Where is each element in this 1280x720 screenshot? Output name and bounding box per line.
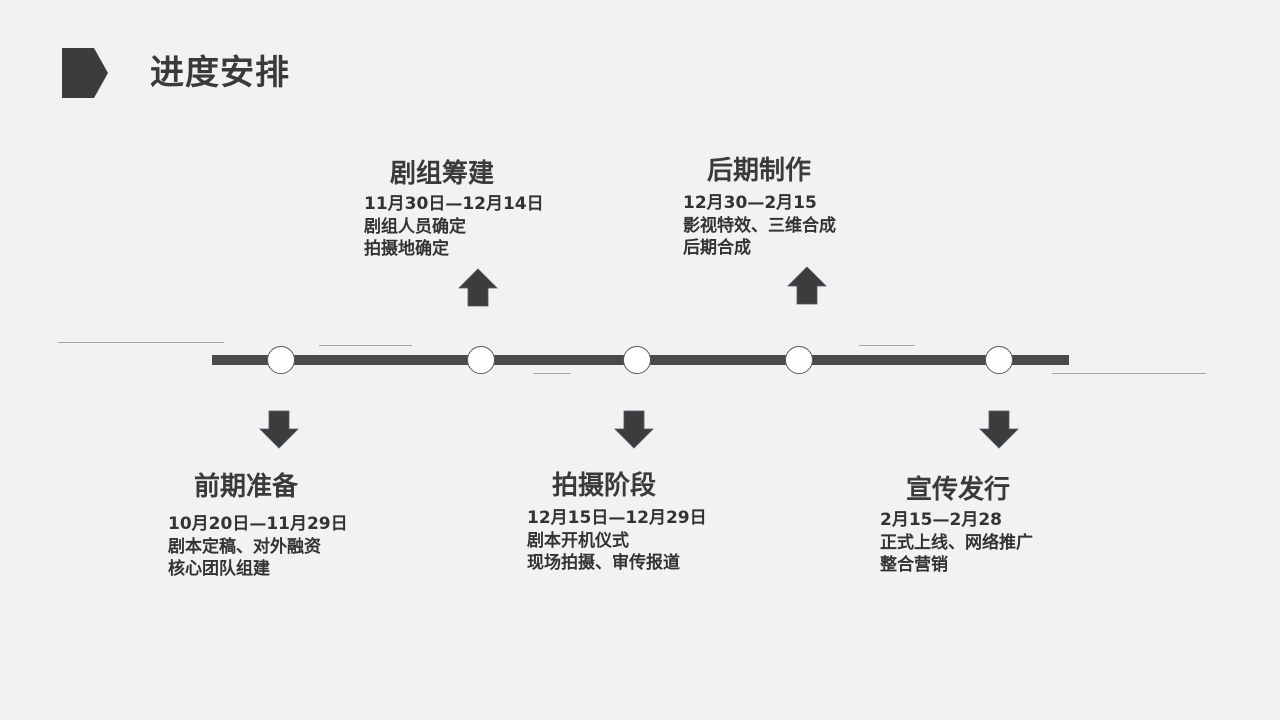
stage-date: 2月15—2月28	[880, 510, 1002, 530]
timeline-node	[467, 346, 495, 374]
page-title: 进度安排	[150, 53, 290, 93]
decorative-rule	[319, 345, 412, 346]
arrow-down-icon	[259, 410, 299, 449]
timeline-node	[785, 346, 813, 374]
decorative-rule	[58, 342, 224, 343]
stage-date: 11月30日—12月14日	[364, 194, 544, 214]
decorative-rule	[533, 373, 571, 374]
stage-item: 后期合成	[683, 238, 751, 258]
arrow-down-icon	[979, 410, 1019, 449]
decorative-rule	[859, 345, 915, 346]
stage-details: 11月30日—12月14日 剧组人员确定 拍摄地确定	[364, 193, 544, 261]
pentagon-arrow-icon	[62, 48, 108, 98]
stage-date: 10月20日—11月29日	[168, 514, 348, 534]
stage-details: 2月15—2月28 正式上线、网络推广 整合营销	[880, 509, 1033, 577]
stage-details: 10月20日—11月29日 剧本定稿、对外融资 核心团队组建	[168, 513, 348, 581]
stage-item: 正式上线、网络推广	[880, 532, 1033, 553]
stage-date: 12月15日—12月29日	[527, 508, 707, 528]
stage-title: 拍摄阶段	[552, 471, 657, 501]
arrow-down-icon	[614, 410, 654, 449]
stage-item: 核心团队组建	[168, 559, 270, 579]
stage-date: 12月30—2月15	[683, 193, 817, 213]
timeline-node	[985, 346, 1013, 374]
stage-item: 剧本定稿、对外融资	[168, 536, 321, 557]
stage-title: 宣传发行	[906, 475, 1011, 505]
arrow-up-icon	[458, 268, 498, 307]
stage-title: 剧组筹建	[390, 159, 495, 189]
stage-item: 剧本开机仪式	[527, 530, 629, 551]
stage-details: 12月30—2月15 影视特效、三维合成 后期合成	[683, 192, 836, 260]
stage-title: 前期准备	[194, 472, 299, 502]
timeline-node	[623, 346, 651, 374]
decorative-rule	[1052, 373, 1206, 374]
stage-details: 12月15日—12月29日 剧本开机仪式 现场拍摄、审传报道	[527, 507, 707, 575]
stage-item: 拍摄地确定	[364, 239, 449, 259]
stage-item: 影视特效、三维合成	[683, 215, 836, 236]
stage-title: 后期制作	[707, 156, 812, 186]
stage-item: 整合营销	[880, 555, 948, 575]
stage-item: 现场拍摄、审传报道	[527, 553, 680, 573]
arrow-up-icon	[787, 266, 827, 305]
timeline-node	[267, 346, 295, 374]
stage-item: 剧组人员确定	[364, 216, 466, 237]
